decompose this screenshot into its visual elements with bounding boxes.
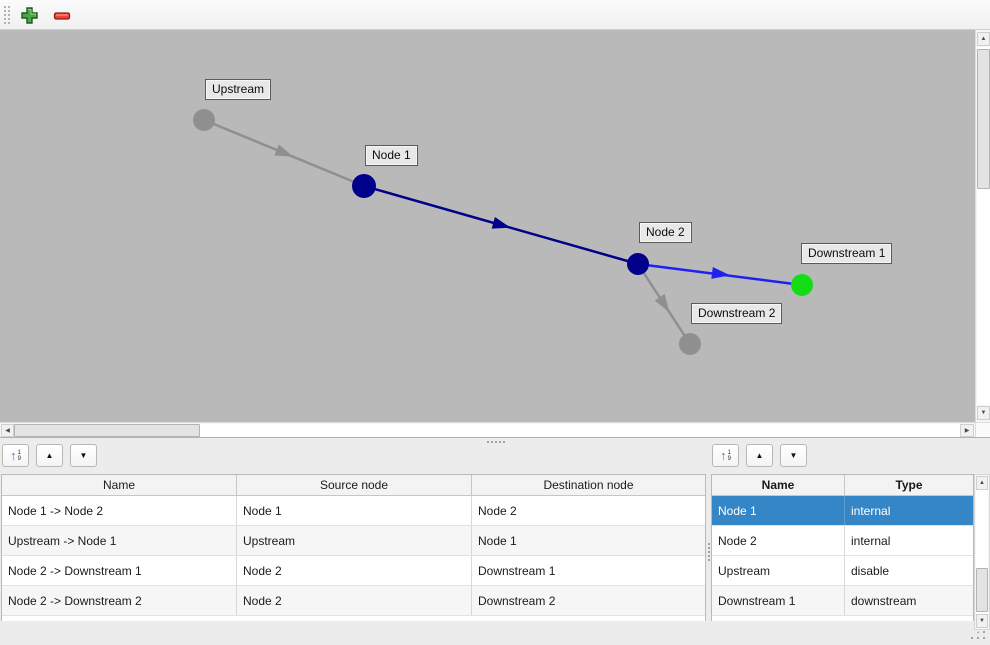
table-row[interactable]: Node 2 -> Downstream 1 Node 2 Downstream… xyxy=(2,556,705,586)
scroll-down-icon: ▼ xyxy=(980,410,987,416)
node-downstream2[interactable] xyxy=(679,333,701,355)
table-row[interactable]: Node 2 internal xyxy=(712,526,973,556)
add-node-button[interactable] xyxy=(17,3,41,27)
table-row[interactable]: Node 1 -> Node 2 Node 1 Node 2 xyxy=(2,496,705,526)
pane-splitter[interactable] xyxy=(0,437,990,438)
canvas-horizontal-scrollbar[interactable]: ◀ ▶ xyxy=(0,422,975,438)
up-triangle-icon: ▲ xyxy=(45,451,54,460)
node-label-node1[interactable]: Node 1 xyxy=(365,145,418,166)
cell-source: Upstream xyxy=(237,526,472,555)
up-triangle-icon: ▲ xyxy=(755,451,764,460)
nodes-table: Name Type Node 1 internal Node 2 interna… xyxy=(711,474,974,621)
down-triangle-icon: ▼ xyxy=(789,451,798,460)
cell-name: Node 1 xyxy=(712,496,845,525)
empty-row xyxy=(2,616,705,621)
canvas-vertical-scrollbar[interactable]: ▲ ▼ xyxy=(975,30,990,422)
cell-name: Node 1 -> Node 2 xyxy=(2,496,237,525)
scroll-up-icon: ▲ xyxy=(980,36,987,42)
cell-name: Node 2 -> Downstream 1 xyxy=(2,556,237,585)
graph-svg xyxy=(193,109,813,355)
table-row[interactable]: Downstream 1 downstream xyxy=(712,586,973,616)
column-header-destination[interactable]: Destination node xyxy=(543,478,634,492)
nodes-table-scrollbar[interactable]: ▲ ▼ xyxy=(974,474,990,630)
node-downstream1[interactable] xyxy=(791,274,813,296)
cell-destination: Downstream 2 xyxy=(478,593,556,608)
table-row[interactable]: Upstream -> Node 1 Upstream Node 1 xyxy=(2,526,705,556)
cell-name: Node 2 xyxy=(712,526,845,555)
scroll-down-button[interactable]: ▼ xyxy=(976,614,988,628)
scroll-down-icon: ▼ xyxy=(979,618,985,624)
column-header-name[interactable]: Name xyxy=(712,475,845,495)
cell-source: Node 1 xyxy=(237,496,472,525)
cell-name: Node 2 -> Downstream 2 xyxy=(2,586,237,615)
scroll-right-button[interactable]: ▶ xyxy=(960,424,974,437)
node-label-upstream[interactable]: Upstream xyxy=(205,79,272,100)
cell-type: downstream xyxy=(851,593,917,608)
cell-destination: Node 2 xyxy=(478,503,517,518)
edges-move-down-button[interactable]: ▼ xyxy=(70,444,97,467)
scroll-up-button[interactable]: ▲ xyxy=(977,32,990,46)
scroll-thumb[interactable] xyxy=(977,49,990,189)
plus-icon xyxy=(20,6,38,24)
scroll-thumb[interactable] xyxy=(976,568,988,612)
scroll-left-icon: ◀ xyxy=(5,428,10,434)
table-splitter-handle[interactable] xyxy=(707,542,710,561)
cell-destination: Downstream 1 xyxy=(478,563,556,578)
scroll-track[interactable] xyxy=(14,424,960,437)
cell-type: internal xyxy=(851,503,891,518)
table-row[interactable]: Upstream disable xyxy=(712,556,973,586)
column-header-name[interactable]: Name xyxy=(2,475,237,495)
nodes-move-up-button[interactable]: ▲ xyxy=(746,444,773,467)
table-row[interactable]: Node 2 -> Downstream 2 Node 2 Downstream… xyxy=(2,586,705,616)
edges-table-header: Name Source node Destination node xyxy=(2,475,705,496)
scroll-up-button[interactable]: ▲ xyxy=(976,476,988,490)
edges-table: Name Source node Destination node Node 1… xyxy=(1,474,706,621)
empty-row xyxy=(712,616,973,621)
scroll-thumb[interactable] xyxy=(14,424,200,437)
down-triangle-icon: ▼ xyxy=(79,451,88,460)
minus-icon xyxy=(53,11,71,20)
table-row-selected[interactable]: Node 1 internal xyxy=(712,496,973,526)
cell-type: internal xyxy=(851,533,891,548)
toolbar-grip[interactable] xyxy=(3,5,10,24)
edge-arrow-upstream-node1 xyxy=(274,144,294,157)
scroll-left-button[interactable]: ◀ xyxy=(1,424,14,437)
scroll-up-icon: ▲ xyxy=(979,480,985,486)
node-label-downstream1[interactable]: Downstream 1 xyxy=(801,243,893,264)
remove-node-button[interactable] xyxy=(50,3,74,27)
column-header-source[interactable]: Source node xyxy=(237,475,472,495)
scrollbar-corner xyxy=(975,422,990,438)
edge-arrow-node2-downstream2 xyxy=(654,294,670,313)
cell-name: Upstream xyxy=(712,556,845,585)
main-toolbar xyxy=(0,0,990,30)
cell-source: Node 2 xyxy=(237,586,472,615)
nodes-table-header: Name Type xyxy=(712,475,973,496)
edge-arrow-node2-downstream1 xyxy=(711,267,730,279)
cell-destination: Node 1 xyxy=(478,533,517,548)
scroll-down-button[interactable]: ▼ xyxy=(977,406,990,420)
scroll-right-icon: ▶ xyxy=(964,428,970,434)
node-node1[interactable] xyxy=(352,174,376,198)
node-node2[interactable] xyxy=(627,253,649,275)
cell-type: disable xyxy=(851,563,890,578)
edge-arrow-node1-node2 xyxy=(491,217,511,229)
node-label-node2[interactable]: Node 2 xyxy=(639,222,692,243)
node-upstream[interactable] xyxy=(193,109,215,131)
edges-move-up-button[interactable]: ▲ xyxy=(36,444,63,467)
column-header-type[interactable]: Type xyxy=(895,478,923,492)
cell-source: Node 2 xyxy=(237,556,472,585)
nodes-move-down-button[interactable]: ▼ xyxy=(780,444,807,467)
graph-canvas[interactable]: Upstream Node 1 Node 2 Downstream 1 Down… xyxy=(0,30,975,422)
pane-splitter-handle[interactable] xyxy=(486,440,507,443)
node-label-downstream2[interactable]: Downstream 2 xyxy=(691,303,783,324)
cell-name: Downstream 1 xyxy=(712,586,845,615)
cell-name: Upstream -> Node 1 xyxy=(2,526,237,555)
